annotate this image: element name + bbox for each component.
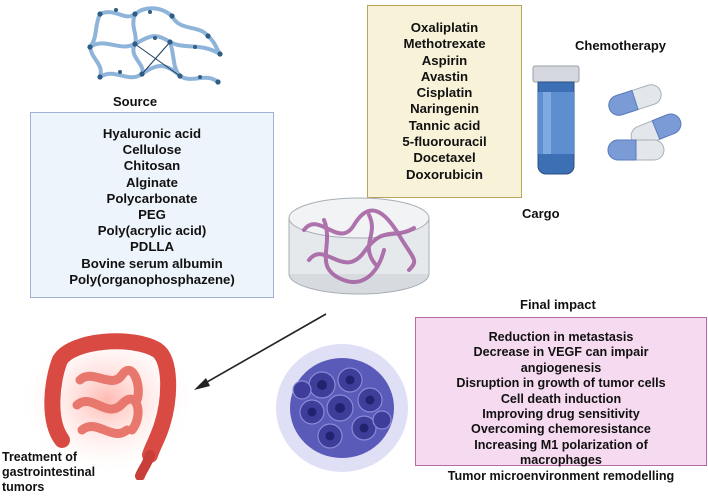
cargo-item: Naringenin [410, 101, 479, 117]
polymer-network-icon [87, 6, 223, 85]
impact-item: macrophages [520, 453, 602, 468]
final-impact-box: Reduction in metastasis Decrease in VEGF… [415, 317, 707, 483]
impact-item: Tumor microenvironment remodelling [447, 468, 675, 483]
cargo-title: Cargo [522, 206, 560, 221]
impact-item: Increasing M1 polarization of [474, 437, 648, 452]
source-item: Poly(acrylic acid) [97, 223, 207, 239]
final-impact-title: Final impact [520, 297, 596, 312]
source-item: Cellulose [122, 142, 182, 158]
cargo-item: Docetaxel [413, 150, 476, 166]
source-item: Chitosan [123, 158, 181, 174]
impact-item: Decrease in VEGF can impair [473, 345, 649, 360]
impact-item: Disruption in growth of tumor cells [456, 376, 666, 391]
cargo-item: Methotrexate [403, 36, 486, 52]
source-item: Polycarbonate [106, 190, 198, 206]
intestine-icon [25, 330, 189, 480]
arrow-icon [194, 313, 327, 390]
source-item: Bovine serum albumin [81, 255, 223, 271]
treatment-line: tumors [2, 480, 45, 494]
chemotherapy-label: Chemotherapy [575, 38, 667, 53]
source-item: PDLLA [130, 239, 174, 255]
source-list-box: Hyaluronic acid Cellulose Chitosan Algin… [30, 112, 274, 298]
cargo-item: Avastin [420, 68, 469, 84]
impact-item: Improving drug sensitivity [482, 407, 640, 422]
impact-item: Reduction in metastasis [488, 330, 634, 344]
cargo-item: Doxorubicin [406, 166, 483, 182]
tumor-cluster-icon [276, 344, 408, 472]
cargo-item: Tannic acid [408, 117, 481, 133]
impact-item: Cell death induction [500, 391, 622, 406]
capsule-icon [607, 139, 665, 161]
impact-item: Overcoming chemoresistance [471, 422, 651, 437]
treatment-line: Treatment of [2, 450, 78, 464]
cargo-item: Aspirin [421, 52, 468, 68]
medicine-bottle-icon [532, 65, 580, 175]
source-item: Hyaluronic acid [102, 126, 202, 141]
hydrogel-disc-icon [288, 197, 430, 295]
source-item: PEG [138, 207, 166, 223]
source-title: Source [113, 94, 158, 109]
cargo-list-box: Oxaliplatin Methotrexate Aspirin Avastin… [367, 5, 522, 198]
impact-item: angiogenesis [520, 360, 602, 375]
cargo-item: 5-fluorouracil [402, 134, 487, 150]
treatment-line: gastrointestinal [2, 465, 96, 479]
cargo-item: Cisplatin [416, 85, 473, 101]
capsule-icon [608, 84, 662, 116]
treatment-label: Treatment of gastrointestinal tumors [2, 450, 95, 495]
source-item: Alginate [125, 174, 179, 190]
cargo-item: Oxaliplatin [410, 20, 479, 35]
source-item: Poly(organophosphazene) [69, 271, 235, 287]
